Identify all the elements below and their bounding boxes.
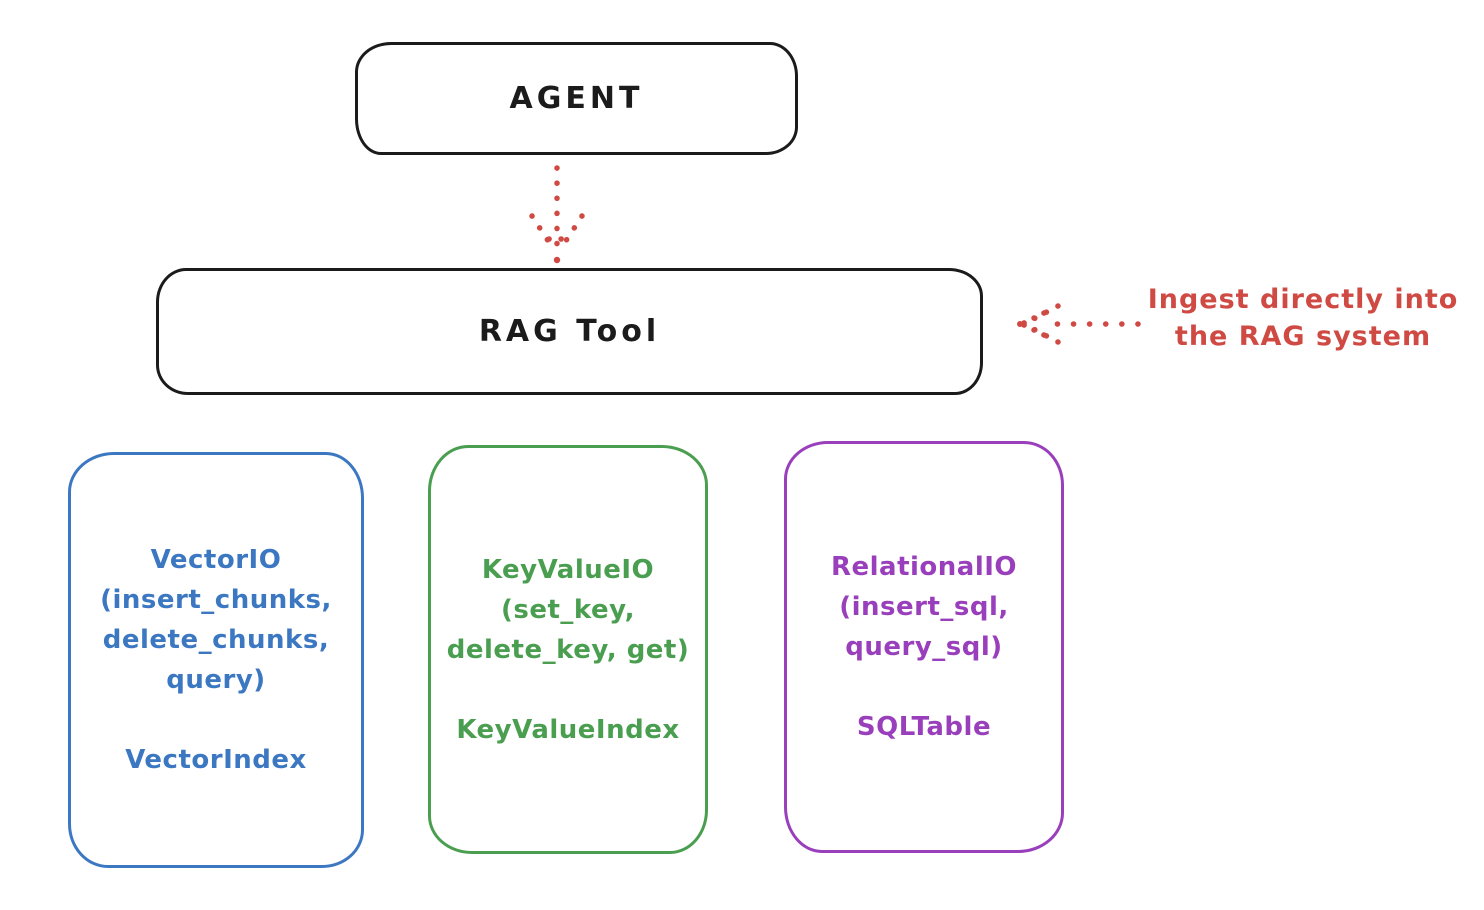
vectorio-method-line: (insert_chunks, — [100, 585, 332, 615]
keyvalueio-index-label: KeyValueIndex — [456, 714, 680, 745]
agent-to-ragtool-arrow — [529, 165, 585, 264]
vectorio-index-label: VectorIndex — [125, 745, 307, 775]
relationalio-method-line: (insert_sql, — [839, 592, 1009, 622]
store-node-vectorio: VectorIO (insert_chunks, delete_chunks, … — [68, 452, 364, 868]
store-node-keyvalueio: KeyValueIO (set_key, delete_key, get) Ke… — [428, 445, 708, 854]
ingest-annotation-line-2: the RAG system — [1174, 321, 1432, 352]
keyvalueio-method-line: (set_key, — [501, 594, 635, 625]
relationalio-title: RelationalIO — [830, 552, 1018, 582]
relationalio-index-label: SQLTable — [856, 712, 992, 742]
ingest-annotation: Ingest directly into the RAG system — [1128, 281, 1478, 355]
relationalio-method-line: query_sql) — [845, 632, 1003, 662]
keyvalueio-method-line: delete_key, get) — [446, 634, 690, 665]
vectorio-method-line: delete_chunks, — [102, 625, 330, 655]
agent-label: AGENT — [509, 81, 644, 116]
vectorio-title: VectorIO — [150, 545, 282, 575]
rag-tool-node: RAG Tool — [156, 268, 983, 395]
keyvalueio-title: KeyValueIO — [481, 554, 655, 585]
agent-node: AGENT — [355, 42, 798, 155]
rag-tool-label: RAG Tool — [478, 314, 661, 349]
ingest-annotation-line-1: Ingest directly into — [1147, 284, 1459, 315]
store-node-relationalio: RelationalIO (insert_sql, query_sql) SQL… — [784, 441, 1064, 853]
ingest-arrow — [1017, 303, 1141, 345]
vectorio-method-line: query) — [166, 665, 266, 695]
